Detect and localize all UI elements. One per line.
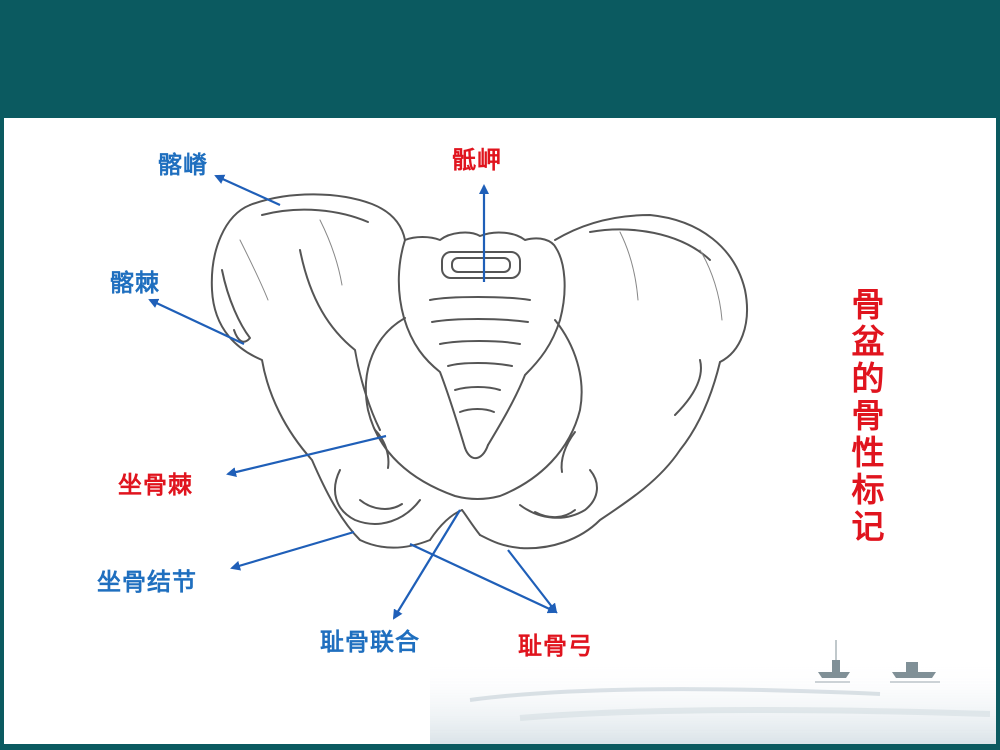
label-ischial-spine: 坐骨棘 xyxy=(118,471,193,499)
arrow-iliac-crest xyxy=(214,174,281,207)
boat-icon xyxy=(818,640,850,678)
label-ischial-tuberosity: 坐骨结节 xyxy=(97,568,197,596)
content-area xyxy=(4,118,996,744)
pelvis-illustration xyxy=(210,193,749,550)
arrow-ischial-spine xyxy=(226,434,387,477)
arrow-pubic-arch-right xyxy=(507,549,558,614)
label-sacral-promontory: 骶岬 xyxy=(452,146,502,174)
ink-landscape-decoration xyxy=(430,640,996,744)
label-pubic-arch: 耻骨弓 xyxy=(518,632,593,660)
label-pubic-symphysis: 耻骨联合 xyxy=(320,628,420,656)
arrow-pubic-arch-left xyxy=(409,543,558,614)
vertical-title: 骨盆的骨性标记 xyxy=(851,285,885,546)
label-iliac-crest: 髂嵴 xyxy=(158,151,208,179)
arrow-ischial-tuberosity xyxy=(230,530,355,571)
annotation-arrows xyxy=(148,174,558,620)
boat-icon xyxy=(892,662,936,678)
arrow-iliac-spine xyxy=(148,298,245,345)
arrow-pubic-symphysis xyxy=(392,509,461,620)
label-iliac-spine: 髂棘 xyxy=(110,269,160,297)
